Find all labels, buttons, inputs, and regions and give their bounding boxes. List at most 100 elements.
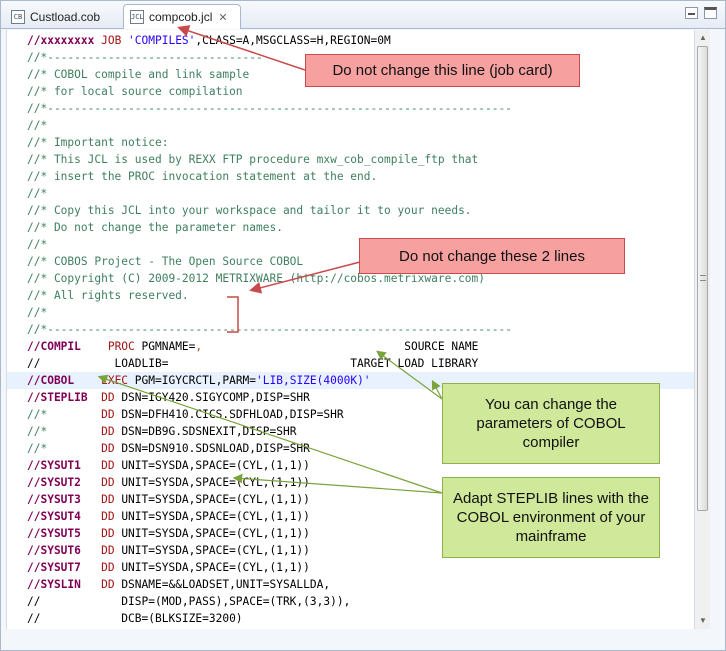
- code-line[interactable]: //SYSUT7 DD UNIT=SYSDA,SPACE=(CYL,(1,1)): [7, 559, 694, 576]
- code-token: //*: [27, 306, 48, 319]
- code-line[interactable]: //*: [7, 236, 694, 253]
- code-token: //* COBOL compile and link sample: [27, 68, 250, 81]
- code-token: //*: [27, 408, 102, 421]
- code-line[interactable]: //SYSUT6 DD UNIT=SYSDA,SPACE=(CYL,(1,1)): [7, 542, 694, 559]
- code-line[interactable]: //*: [7, 117, 694, 134]
- code-token: DD: [101, 408, 122, 421]
- cobol-file-icon: CB: [11, 9, 25, 24]
- code-token: // DISP=(MOD,PASS),SPACE=(TRK,(3,3)),: [27, 595, 351, 608]
- code-line[interactable]: //*: [7, 185, 694, 202]
- code-token: //* This JCL is used by REXX FTP procedu…: [27, 153, 479, 166]
- code-token: EXEC: [101, 374, 135, 387]
- code-line[interactable]: // DISP=(MOD,PASS),SPACE=(TRK,(3,3)),: [7, 593, 694, 610]
- tab-label: compcob.jcl: [149, 10, 213, 24]
- code-line[interactable]: // LOADLIB= TARGET LOAD LIBRARY: [7, 355, 694, 372]
- code-token: //*: [27, 119, 48, 132]
- code-token: //SYSUT6: [27, 544, 102, 557]
- code-token: //*: [27, 187, 48, 200]
- code-token: //SYSUT4: [27, 510, 102, 523]
- code-token: //*: [27, 442, 102, 455]
- code-token: DD: [101, 561, 122, 574]
- code-token: // DCB=(BLKSIZE=3200): [27, 612, 243, 625]
- code-token: //* Important notice:: [27, 136, 169, 149]
- scroll-up-icon[interactable]: ▲: [699, 33, 707, 42]
- code-line[interactable]: //*-------------------------------------…: [7, 100, 694, 117]
- code-line[interactable]: //SYSUT3 DD UNIT=SYSDA,SPACE=(CYL,(1,1)): [7, 491, 694, 508]
- code-line[interactable]: //* insert the PROC invocation statement…: [7, 168, 694, 185]
- callout-steplib: Adapt STEPLIB lines with the COBOL envir…: [442, 477, 660, 558]
- code-token: DSN=DSN910.SDSNLOAD,DISP=SHR: [121, 442, 310, 455]
- code-token: //*: [27, 238, 48, 251]
- code-line[interactable]: //SYSUT5 DD UNIT=SYSDA,SPACE=(CYL,(1,1)): [7, 525, 694, 542]
- code-token: 'LIB,SIZE(4000K)': [256, 374, 371, 387]
- code-token: JOB: [101, 34, 129, 47]
- code-token: DD: [101, 527, 122, 540]
- code-token: DSN=DFH410.CICS.SDFHLOAD,DISP=SHR: [121, 408, 344, 421]
- code-token: ,: [195, 340, 203, 353]
- code-token: UNIT=SYSDA,SPACE=(CYL,(1,1)): [121, 561, 310, 574]
- code-token: UNIT=SYSDA,SPACE=(CYL,(1,1)): [121, 476, 310, 489]
- tab-custload[interactable]: CB Custload.cob: [5, 4, 119, 29]
- code-line[interactable]: //COMPIL PROC PGMNAME=, SOURCE NAME: [7, 338, 694, 355]
- code-token: DD: [101, 578, 122, 591]
- code-token: SOURCE NAME: [202, 340, 479, 353]
- code-line[interactable]: //* All rights reserved.: [7, 287, 694, 304]
- code-line[interactable]: //* Important notice:: [7, 134, 694, 151]
- code-token: //STEPLIB: [27, 391, 102, 404]
- jcl-file-icon: JCL: [130, 10, 144, 24]
- code-token: TARGET LOAD LIBRARY: [168, 357, 479, 370]
- code-line[interactable]: //* This JCL is used by REXX FTP procedu…: [7, 151, 694, 168]
- code-token: DD: [101, 510, 122, 523]
- code-token: //* Do not change the parameter names.: [27, 221, 283, 234]
- code-line[interactable]: //* COBOL compile and link sample: [7, 66, 694, 83]
- code-token: //SYSLIN: [27, 578, 102, 591]
- code-token: 'COMPILES': [128, 34, 196, 47]
- code-line[interactable]: //* Do not change the parameter names.: [7, 219, 694, 236]
- code-token: //*-------------------------------------…: [27, 323, 512, 336]
- code-token: //* Copy this JCL into your workspace an…: [27, 204, 472, 217]
- code-token: DD: [101, 391, 122, 404]
- code-line[interactable]: //* Copy this JCL into your workspace an…: [7, 202, 694, 219]
- scroll-down-icon[interactable]: ▼: [699, 616, 707, 625]
- code-token: // LOADLIB=: [27, 357, 169, 370]
- code-token: //xxxxxxxx: [27, 34, 102, 47]
- code-token: DD: [101, 425, 122, 438]
- code-token: ,CLASS=A,MSGCLASS=H,REGION=0M: [195, 34, 391, 47]
- code-token: UNIT=SYSDA,SPACE=(CYL,(1,1)): [121, 510, 310, 523]
- code-line[interactable]: // DCB=(BLKSIZE=3200): [7, 610, 694, 627]
- code-line[interactable]: //SYSLIN DD DSNAME=&&LOADSET,UNIT=SYSALL…: [7, 576, 694, 593]
- callout-cobol-params: You can change the parameters of COBOL c…: [442, 383, 660, 464]
- code-line[interactable]: //xxxxxxxx JOB 'COMPILES',CLASS=A,MSGCLA…: [7, 32, 694, 49]
- tab-label: Custload.cob: [30, 9, 101, 24]
- code-token: DD: [101, 493, 122, 506]
- code-token: //SYSUT3: [27, 493, 102, 506]
- code-token: //*-------------------------------------…: [27, 102, 512, 115]
- code-line[interactable]: //*-------------------------------------…: [7, 321, 694, 338]
- code-token: //COMPIL: [27, 340, 108, 353]
- scrollbar-thumb[interactable]: [697, 46, 708, 511]
- code-token: DSN=IGY420.SIGYCOMP,DISP=SHR: [121, 391, 310, 404]
- code-token: //* All rights reserved.: [27, 289, 189, 302]
- vertical-scrollbar[interactable]: ▲ ▼: [694, 30, 710, 629]
- callout-job-card: Do not change this line (job card): [305, 54, 580, 87]
- code-line[interactable]: //SYSUT4 DD UNIT=SYSDA,SPACE=(CYL,(1,1)): [7, 508, 694, 525]
- code-token: DD: [101, 442, 122, 455]
- minimize-button[interactable]: [685, 7, 698, 19]
- close-icon[interactable]: ✕: [218, 11, 228, 24]
- code-token: PROC: [107, 340, 142, 353]
- code-line[interactable]: //* for local source compilation: [7, 83, 694, 100]
- code-token: DD: [101, 476, 122, 489]
- maximize-button[interactable]: [704, 7, 717, 19]
- code-token: DSN=DB9G.SDSNEXIT,DISP=SHR: [121, 425, 297, 438]
- code-token: //SYSUT7: [27, 561, 102, 574]
- code-token: //* insert the PROC invocation statement…: [27, 170, 378, 183]
- code-token: DD: [101, 544, 122, 557]
- code-token: UNIT=SYSDA,SPACE=(CYL,(1,1)): [121, 544, 310, 557]
- code-token: PGMNAME=: [141, 340, 196, 353]
- window-controls: [685, 7, 717, 19]
- code-token: UNIT=SYSDA,SPACE=(CYL,(1,1)): [121, 493, 310, 506]
- code-token: //COBOL: [27, 374, 102, 387]
- tab-compcob[interactable]: JCL compcob.jcl ✕: [123, 4, 241, 29]
- code-line[interactable]: //*: [7, 304, 694, 321]
